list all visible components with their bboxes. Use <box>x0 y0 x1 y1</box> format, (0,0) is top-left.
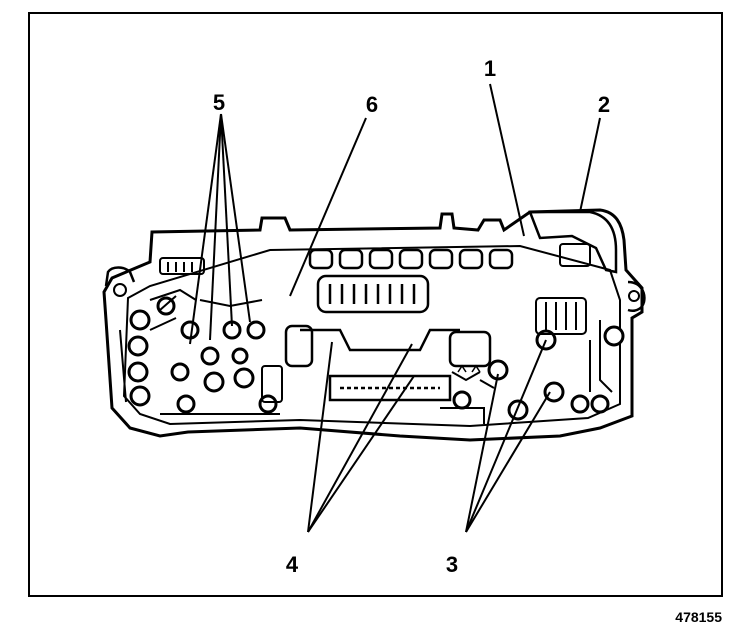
leader-line-5a <box>189 113 222 345</box>
leader-lines <box>189 83 601 533</box>
leader-line-1 <box>489 83 525 237</box>
leader-line-4a <box>307 341 333 533</box>
callout-labels: 1 2 3 4 5 6 <box>213 56 610 577</box>
callout-6: 6 <box>366 92 378 117</box>
leader-line-4b <box>307 343 413 533</box>
callout-5: 5 <box>213 90 225 115</box>
instrument-cluster-body <box>102 208 646 442</box>
leader-line-3c <box>465 391 551 533</box>
leader-line-3a <box>465 373 499 533</box>
callout-1: 1 <box>484 56 496 81</box>
leader-line-6 <box>289 117 367 297</box>
callout-3: 3 <box>446 552 458 577</box>
leader-line-3b <box>465 339 547 533</box>
callout-2: 2 <box>598 92 610 117</box>
leader-line-5d <box>220 113 251 323</box>
figure-number: 478155 <box>675 609 722 625</box>
callout-4: 4 <box>286 552 299 577</box>
leader-line-2 <box>579 117 601 213</box>
leader-line-5b <box>209 113 222 341</box>
leader-line-4c <box>307 375 415 533</box>
leader-line-5c <box>220 113 233 327</box>
figure-frame <box>28 12 723 597</box>
